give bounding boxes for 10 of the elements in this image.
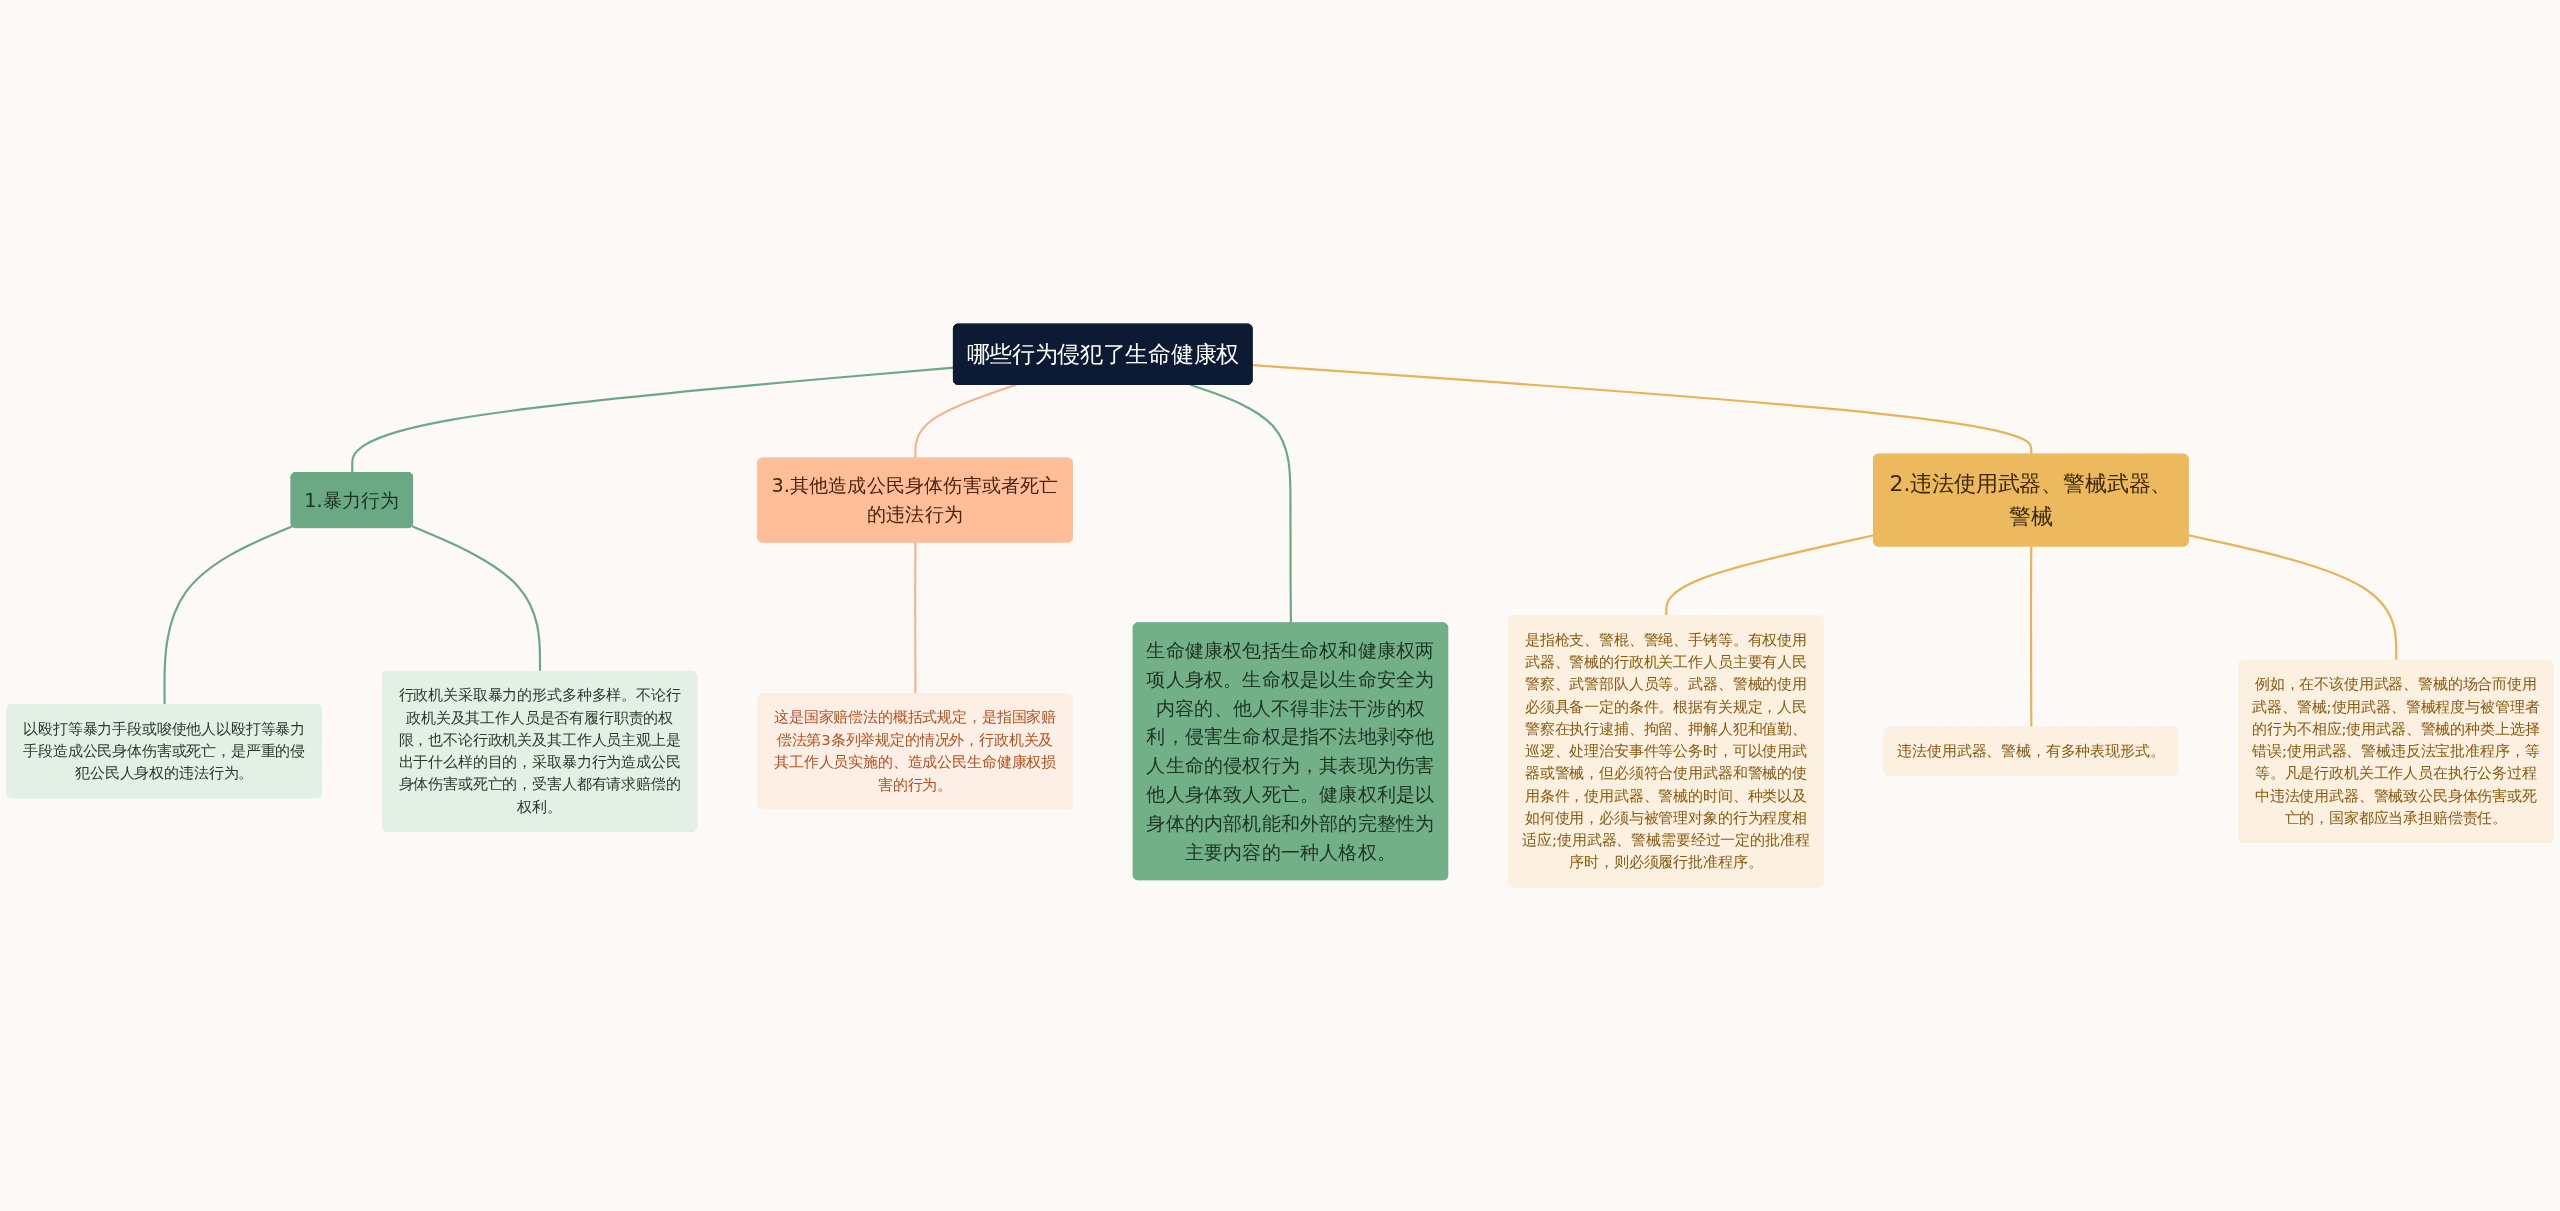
connector [411,525,542,672]
connector [914,542,917,695]
connector [163,525,293,706]
connector [1189,383,1292,624]
connector [351,366,954,473]
connector [1665,534,1875,617]
connector [914,383,1017,459]
connector [1252,364,2033,455]
connector [2188,534,2398,661]
connector [2029,546,2033,728]
